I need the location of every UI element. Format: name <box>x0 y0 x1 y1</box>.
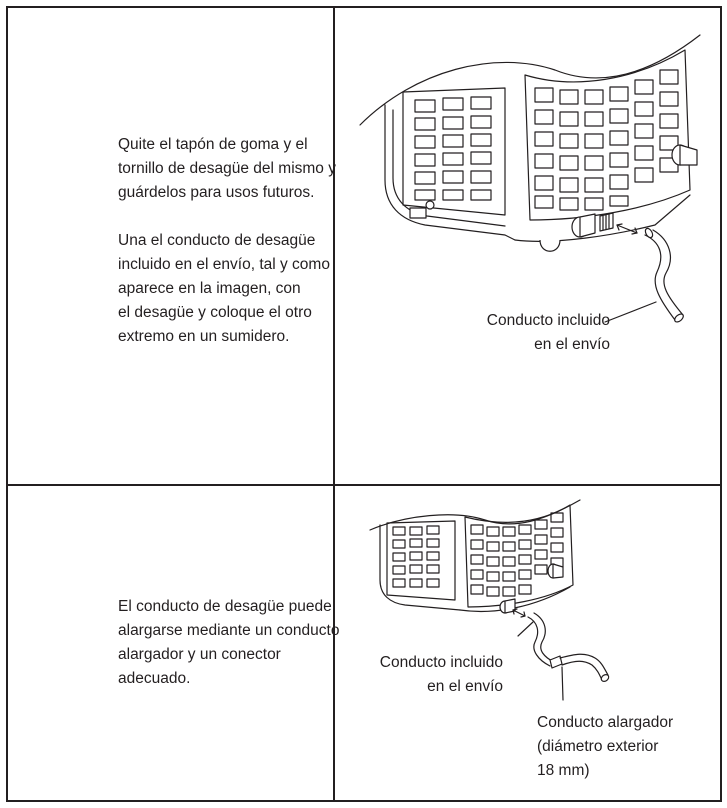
drain-cap-icon <box>571 213 596 238</box>
caption-line: (diámetro exterior <box>537 738 659 755</box>
caption-line: en el envío <box>534 336 610 353</box>
caption-line: Conducto alargador <box>537 714 674 731</box>
right-grille-small <box>464 504 574 608</box>
row2-included-caption: Conducto incluido en el envío <box>340 651 503 699</box>
row1-paragraph-1: Quite el tapón de goma y el tornillo de … <box>118 133 336 205</box>
table-border-right <box>720 6 722 802</box>
row1-paragraph-2: Una el conducto de desagüe incluido en e… <box>118 229 336 349</box>
text-line: El conducto de desagüe puede <box>118 598 332 615</box>
double-arrow-icon-small <box>512 608 526 618</box>
table-border-top <box>6 6 721 8</box>
callout-line <box>604 301 657 323</box>
caption-line: Conducto incluido <box>486 312 610 329</box>
caption-line: en el envío <box>427 678 503 695</box>
table-border-left <box>6 6 8 802</box>
extension-hose-illustration <box>369 499 581 614</box>
connector-icon <box>549 655 563 669</box>
foot-left <box>409 207 427 219</box>
text-line: Quite el tapón de goma y el <box>118 136 308 153</box>
extension-hose-icon <box>559 653 610 682</box>
caption-line: 18 mm) <box>537 762 590 779</box>
text-line: aparece en la imagen, con <box>118 280 301 297</box>
row1-instructions: Quite el tapón de goma y el tornillo de … <box>118 133 336 349</box>
table-row-divider <box>6 484 721 486</box>
left-grille <box>402 87 506 216</box>
left-grille-small <box>386 520 456 601</box>
double-arrow-icon <box>616 223 638 235</box>
text-line: Una el conducto de desagüe <box>118 232 316 249</box>
knob-icon-small <box>547 563 564 579</box>
caption-line: Conducto incluido <box>379 654 503 671</box>
drain-hose-icon <box>644 227 684 323</box>
text-line: extremo en un sumidero. <box>118 328 290 345</box>
text-line: guárdelos para usos futuros. <box>118 184 315 201</box>
callout-line-extension <box>561 666 564 701</box>
drain-connector-icon <box>599 212 614 232</box>
text-line: alargarse mediante un conducto <box>118 622 340 639</box>
text-line: tornillo de desagüe del mismo y <box>118 160 336 177</box>
text-line: el desagüe y coloque el otro <box>118 304 312 321</box>
screw-icon <box>425 200 435 210</box>
table-column-divider <box>333 6 335 802</box>
text-line: incluido en el envío, tal y como <box>118 256 330 273</box>
drain-hose-illustration <box>359 34 701 323</box>
included-hose-icon <box>527 612 555 667</box>
row2-instructions: El conducto de desagüe puede alargarse m… <box>118 595 339 691</box>
text-line: adecuado. <box>118 670 191 687</box>
row2-paragraph-1: El conducto de desagüe puede alargarse m… <box>118 595 339 691</box>
right-grille <box>524 49 691 221</box>
callout-line-included <box>517 621 534 637</box>
extension-hose-detail <box>512 608 610 701</box>
row2-extension-caption: Conducto alargador (diámetro exterior 18… <box>537 711 717 783</box>
text-line: alargador y un conector <box>118 646 281 663</box>
row1-hose-caption: Conducto incluido en el envío <box>480 309 610 357</box>
foot-center <box>539 239 561 252</box>
knob-icon <box>671 144 698 166</box>
table-border-bottom <box>6 800 721 802</box>
